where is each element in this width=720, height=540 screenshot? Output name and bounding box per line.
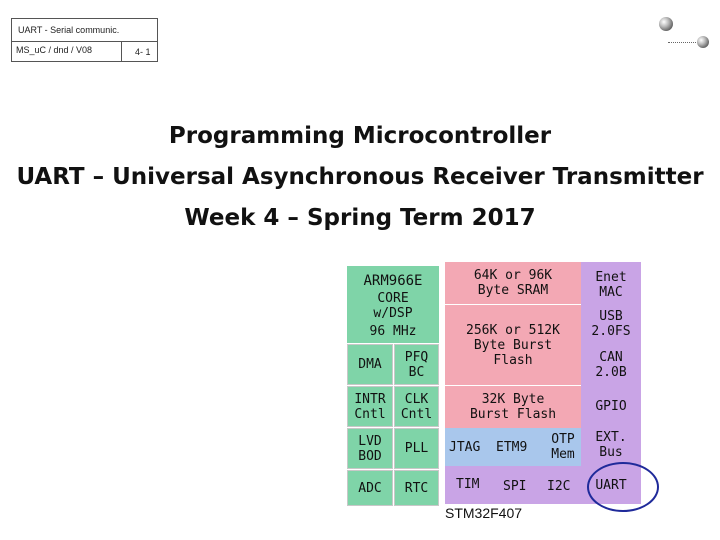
dma-label: DMA (358, 357, 382, 372)
title-line-1: Programming Microcontroller (168, 123, 552, 149)
burst-flash-block: 256K or 512K Byte Burst Flash (445, 305, 581, 385)
lvd-label: LVD BOD (358, 433, 382, 464)
rtc-block: RTC (394, 470, 439, 506)
header-code-cell: MS_uC / dnd / V08 (12, 42, 122, 61)
flash32-block: 32K Byte Burst Flash (445, 386, 581, 428)
slide-title: Programming Microcontroller UART – Unive… (0, 116, 720, 239)
tim-label: TIM (456, 477, 480, 492)
chip-name-caption: STM32F407 (445, 505, 523, 521)
extbus-label: EXT. Bus (595, 430, 627, 460)
debug-block: JTAG ETM9 OTP Mem (445, 428, 581, 466)
pfq-label: PFQ BC (404, 349, 429, 380)
header-course: UART - Serial communic. (18, 25, 120, 35)
intr-label: INTR Cntl (354, 391, 386, 422)
pfq-block: PFQ BC (394, 344, 439, 385)
clk-label: CLK Cntl (400, 391, 433, 422)
flash32-label: 32K Byte Burst Flash (469, 392, 557, 422)
uart-highlight-ring (587, 462, 659, 512)
core-title: ARM966E (363, 273, 423, 289)
pll-block: PLL (394, 428, 439, 469)
etm-label: ETM9 (496, 440, 528, 455)
can-label: CAN 2.0B (595, 350, 627, 380)
peripheral-row: TIM SPI I2C (445, 466, 581, 504)
spi-label: SPI (503, 479, 527, 494)
dma-block: DMA (347, 344, 393, 385)
decor-dotted-line (668, 42, 702, 43)
header-code: MS_uC / dnd / V08 (16, 45, 93, 55)
lvd-block: LVD BOD (347, 428, 393, 469)
gpio-block: GPIO (583, 392, 639, 420)
extbus-block: EXT. Bus (583, 428, 639, 462)
title-line-3: Week 4 – Spring Term 2017 (184, 205, 536, 231)
core-subtitle: CORE w/DSP (373, 291, 413, 321)
header-page-number: 4- 1 (135, 47, 151, 57)
i2c-label: I2C (547, 479, 571, 494)
clk-block: CLK Cntl (394, 386, 439, 427)
gpio-label: GPIO (595, 398, 627, 414)
usb-label: USB 2.0FS (591, 309, 631, 339)
adc-label: ADC (358, 480, 382, 496)
adc-block: ADC (347, 470, 393, 506)
intr-block: INTR Cntl (347, 386, 393, 427)
jtag-label: JTAG (449, 440, 481, 455)
core-block: ARM966E CORE w/DSP 96 MHz (347, 266, 439, 343)
decor-dot-top-icon (659, 17, 673, 31)
can-block: CAN 2.0B (583, 348, 639, 382)
rtc-label: RTC (404, 480, 429, 496)
otp-label: OTP Mem (551, 432, 575, 462)
sram-block: 64K or 96K Byte SRAM (445, 262, 581, 304)
burst-flash-label: 256K or 512K Byte Burst Flash (466, 322, 560, 368)
usb-block: USB 2.0FS (583, 307, 639, 341)
header-course-cell: UART - Serial communic. (12, 19, 157, 42)
enet-label: Enet MAC (595, 270, 627, 300)
title-line-2: UART – Universal Asynchronous Receiver T… (16, 164, 704, 190)
slide-header: UART - Serial communic. MS_uC / dnd / V0… (11, 18, 158, 62)
pll-label: PLL (404, 441, 429, 456)
sram-label: 64K or 96K Byte SRAM (473, 268, 553, 298)
core-frequency: 96 MHz (369, 324, 417, 339)
decor-dot-bottom-icon (697, 36, 709, 48)
enet-block: Enet MAC (583, 268, 639, 302)
